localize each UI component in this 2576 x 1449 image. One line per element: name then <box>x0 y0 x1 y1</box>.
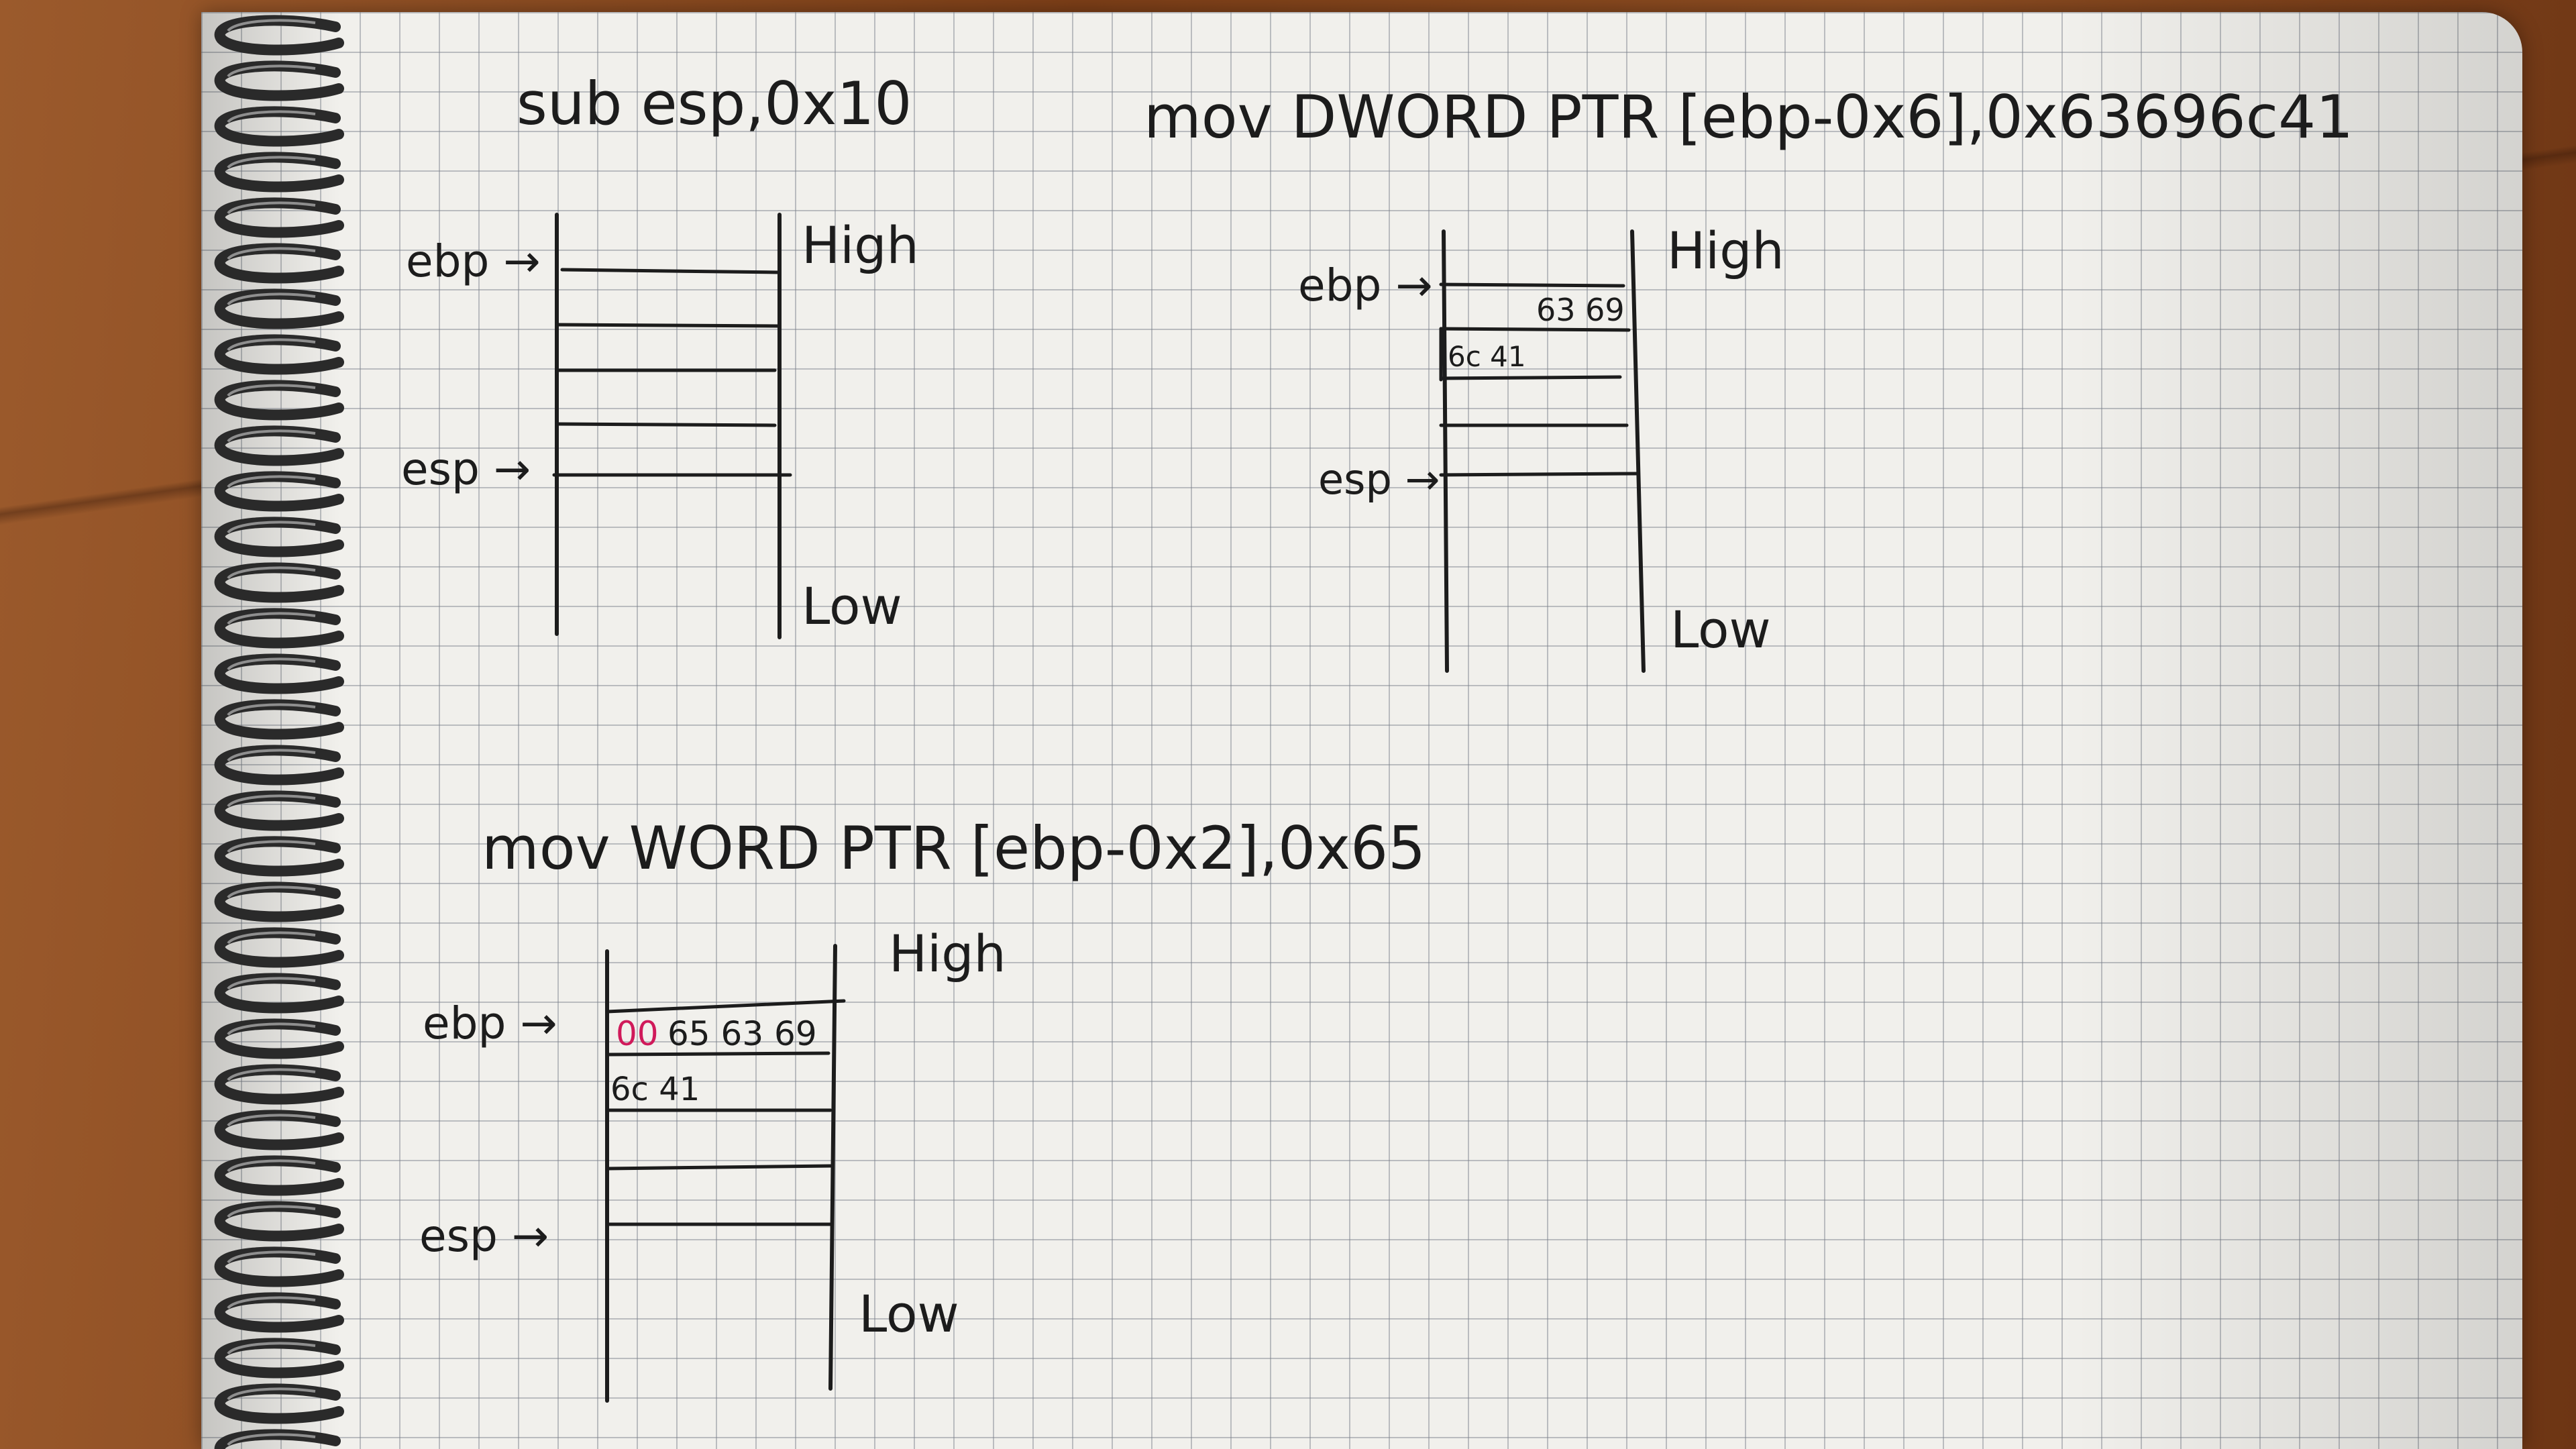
spiral-coil-highlight <box>227 840 316 853</box>
panel-mov-word: mov WORD PTR [ebp-0x2],0x65 00 65 63 69 … <box>419 814 1426 1403</box>
spiral-coil-highlight <box>227 1387 316 1401</box>
stack-slot-line <box>1439 375 1622 380</box>
stored-bytes-row1: 63 69 <box>1536 292 1625 328</box>
spiral-coil-highlight <box>227 566 316 580</box>
spiral-coil-highlight <box>227 885 316 899</box>
stored-bytes-row1: 65 63 69 <box>667 1014 817 1053</box>
spiral-coil-highlight <box>227 1022 316 1036</box>
stack-slot-line <box>555 323 780 328</box>
stack-slot-line <box>605 1164 833 1171</box>
stored-bytes-row2: 6c 41 <box>1448 340 1526 373</box>
ebp-pointer-label: ebp → <box>423 998 557 1049</box>
grid-notebook-page <box>201 12 2522 1449</box>
spiral-coil-highlight <box>227 19 316 32</box>
instruction-text: sub esp,0x10 <box>517 69 912 138</box>
stack-slot-line <box>605 999 846 1014</box>
panel-mov-dword: mov DWORD PTR [ebp-0x6],0x63696c41 63 69… <box>1144 83 2353 673</box>
spiral-coil-highlight <box>227 1159 316 1173</box>
spiral-coil-highlight <box>227 1205 316 1218</box>
high-label: High <box>802 215 919 275</box>
null-terminator-byte: 00 <box>616 1014 659 1053</box>
spiral-coil-highlight <box>227 1068 316 1081</box>
spiral-coil-highlight <box>227 110 316 123</box>
spiral-coil-highlight <box>227 1114 316 1127</box>
stack-right-wall <box>1630 229 1646 673</box>
ebp-pointer-label: ebp → <box>1298 260 1433 311</box>
spiral-coil-highlight <box>227 703 316 716</box>
stored-bytes-row2: 6c 41 <box>610 1071 700 1108</box>
spiral-coil-highlight <box>227 338 316 352</box>
stack-left-wall <box>1442 229 1449 673</box>
low-label: Low <box>859 1284 959 1344</box>
stack-slot-line <box>1439 327 1631 332</box>
high-label: High <box>1667 221 1784 280</box>
spiral-coil-highlight <box>227 429 316 443</box>
spiral-coil-highlight <box>227 475 316 488</box>
spiral-coil-highlight <box>227 247 316 260</box>
spiral-coil-highlight <box>227 931 316 945</box>
spiral-coil-highlight <box>227 156 316 169</box>
spiral-coil-highlight <box>227 977 316 990</box>
spiral-coil-highlight <box>227 521 316 534</box>
spiral-coil-highlight <box>227 794 316 808</box>
low-label: Low <box>1670 600 1771 659</box>
spiral-coil-highlight <box>227 1296 316 1309</box>
stack-slot-line <box>560 268 780 274</box>
instruction-text: mov DWORD PTR [ebp-0x6],0x63696c41 <box>1144 83 2353 152</box>
spiral-coil-highlight <box>227 1342 316 1355</box>
spiral-coil-highlight <box>227 292 316 306</box>
spiral-coil-highlight <box>227 1250 316 1264</box>
spiral-coil-highlight <box>227 749 316 762</box>
spiral-coil-highlight <box>227 64 316 78</box>
spiral-coil-highlight <box>227 657 316 671</box>
stack-slot-line <box>555 422 777 427</box>
spiral-coil-highlight <box>227 384 316 397</box>
panel-sub-esp: sub esp,0x10 High Low ebp → esp → <box>401 69 919 639</box>
high-label: High <box>889 924 1006 983</box>
stack-slot-line <box>1439 282 1625 288</box>
spiral-coil-highlight <box>227 1433 316 1446</box>
ebp-pointer-label: ebp → <box>406 235 541 287</box>
esp-pointer-label: esp → <box>401 443 531 495</box>
spiral-coil-highlight <box>227 201 316 215</box>
instruction-text: mov WORD PTR [ebp-0x2],0x65 <box>482 814 1426 883</box>
stack-slot-line <box>1439 472 1639 477</box>
esp-pointer-label: esp → <box>419 1210 549 1262</box>
low-label: Low <box>802 576 902 636</box>
spiral-coil-highlight <box>227 612 316 625</box>
spiral-binding <box>214 15 344 1449</box>
esp-pointer-label: esp → <box>1318 455 1440 504</box>
stack-right-wall <box>828 944 837 1391</box>
stack-slot-line <box>605 1051 830 1057</box>
